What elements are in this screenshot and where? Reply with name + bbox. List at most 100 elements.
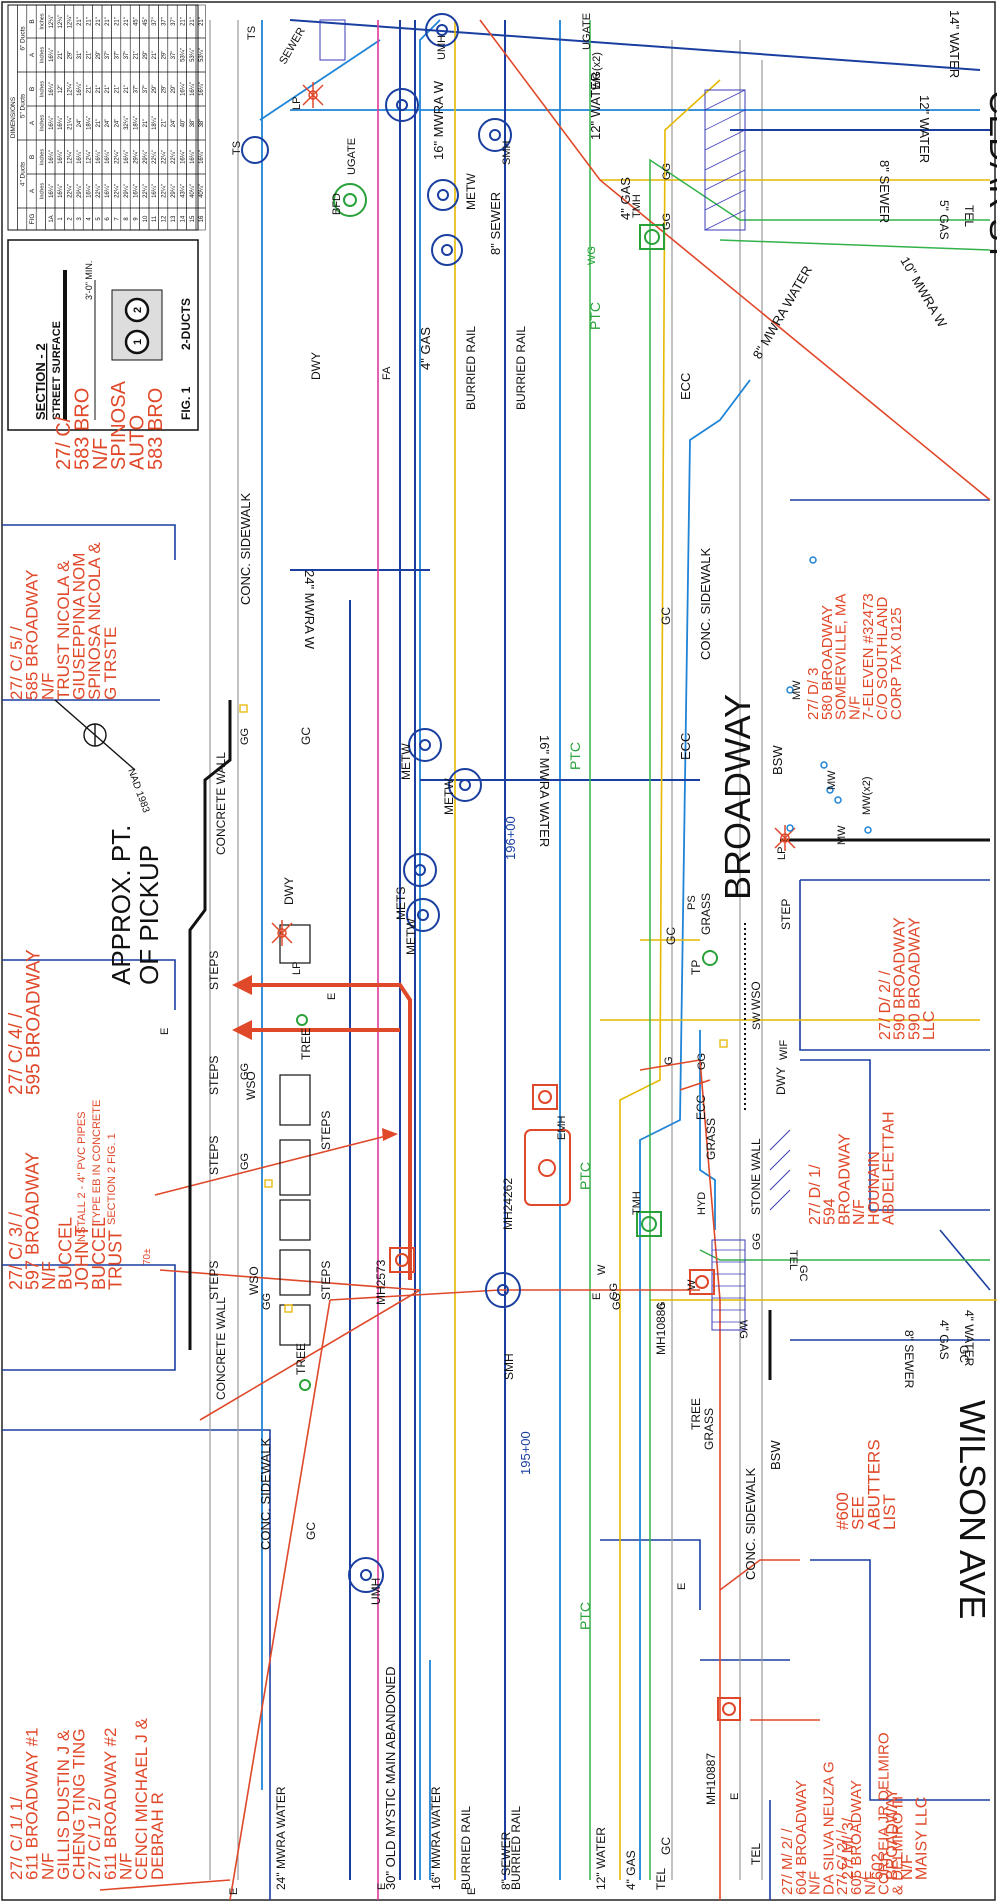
dim-table-cell: 16¼" — [49, 48, 55, 62]
utility-label-fa: FA — [381, 366, 393, 380]
section-ducts: 2-DUCTS — [179, 298, 193, 350]
dim-table-cell: 16¼" — [190, 82, 196, 96]
utility-label-e: E — [326, 993, 338, 1000]
utility-label-dwy: DWY — [774, 1067, 788, 1095]
dim-table-cell: 21" — [86, 85, 92, 94]
utility-label-water_4: 4" WATER — [962, 1310, 976, 1367]
parcel-4-line: N/F — [38, 1853, 57, 1880]
utility-label-gas_4: 4" GAS — [418, 327, 433, 370]
section-surface: STREET SURFACE — [51, 321, 63, 420]
dim-table-cell: 16¼" — [190, 150, 196, 164]
utility-label-gg: GG — [611, 1293, 623, 1310]
electric-structures — [389, 1084, 741, 1721]
utility-label-bsw: BSW — [768, 1440, 783, 1470]
dim-table-col-header: FIG — [29, 214, 36, 225]
utility-label-ptc: PTC — [577, 1602, 593, 1630]
utility-label-mwra_24: 24" MWRA W — [302, 570, 317, 650]
manhole-smh-mid — [485, 1272, 521, 1308]
dim-table-unit: Inches — [39, 149, 45, 165]
dim-table-cell: 21" — [77, 17, 83, 26]
manhole-metw-a — [427, 179, 459, 211]
dim-table-cell: 21" — [180, 17, 186, 26]
utility-label-wso: WSO — [244, 1071, 258, 1100]
utility-label-tree: TREE — [299, 1028, 313, 1060]
dim-table-cell: 21" — [96, 119, 102, 128]
parcel-3-line: N/F — [90, 438, 112, 470]
dim-table-group: 5" Ducts — [20, 93, 27, 118]
utility-label-buried_rail: BURRIED RAIL — [509, 1806, 523, 1890]
utility-label-ecc: ECC — [678, 733, 693, 760]
manhole-mets-a — [403, 853, 437, 887]
dim-table-cell: 53¼" — [190, 48, 196, 62]
dim-table-cell: 24" — [105, 119, 111, 128]
parcel-4-line: 611 BROADWAY #2 — [101, 1728, 120, 1880]
utility-label-lp: LP — [776, 847, 788, 860]
utility-label-smh: SMH — [502, 1353, 516, 1380]
dim-table-cell: 12¼" — [49, 15, 55, 29]
dim-table-cell: 21" — [143, 119, 149, 128]
utility-label-gg: GG — [239, 1153, 251, 1170]
utility-label-e: E — [729, 1793, 741, 1800]
parcel-9-line: / — [855, 1875, 872, 1880]
dim-table-cell: 16¼" — [96, 150, 102, 164]
dim-table-cell: 9 — [133, 217, 139, 221]
dim-table-cell: 22¼" — [152, 150, 158, 164]
dim-table-cell: 16¼" — [58, 150, 64, 164]
utility-label-metw: METW — [404, 918, 418, 955]
parcel-10-line: 27/ C/ 2/ / — [834, 1829, 851, 1895]
parcel-2-line: 27/ C/ 5/ / — [7, 626, 26, 700]
dim-table-cell: 40" — [180, 119, 186, 128]
utility-label-conc_sidewalk: CONC. SIDEWALK — [743, 1467, 758, 1580]
utility-label-bfd: BFD — [331, 193, 343, 215]
parcel-3-line: SPINOSA — [108, 380, 130, 470]
dim-table-cell: 12¼" — [68, 150, 74, 164]
parcel-2-line: G TRSTE — [101, 627, 120, 700]
dim-table-cell: 16¼" — [49, 116, 55, 130]
dim-table-cell: 22¼" — [68, 184, 74, 198]
utility-label-lp: LP — [291, 97, 303, 110]
parcel-8-line: SEE — [849, 1496, 868, 1530]
parcel-2-line: TRUST NICOLA & — [54, 560, 73, 700]
utility-label-gc: GC — [304, 1522, 318, 1540]
parcel-6-line: 27/ D/ 2/ / — [877, 970, 894, 1040]
section-fig: FIG. 1 — [179, 386, 193, 420]
parcel-9-line: 27/ M/ 3/ — [840, 1817, 857, 1880]
dim-table-cell: 21" — [86, 17, 92, 26]
dim-table-cell: 21" — [105, 85, 111, 94]
parcel-3-line: 583 BRO — [71, 388, 93, 470]
station-196: 196+00 — [503, 816, 518, 860]
utility-label-gc: GC — [797, 1265, 809, 1282]
parcel-1-line: 27/ C/ 3/ / — [6, 1212, 26, 1290]
utility-label-tmh: TMH — [631, 1191, 643, 1215]
dim-table-cell: 12¼" — [58, 15, 64, 29]
dim-table-cell: 53¼" — [199, 48, 205, 62]
parcel-6-line: 590 BROADWAY — [892, 917, 909, 1040]
parcel-4-line: 27/ C/ 1/ 1/ — [7, 1797, 26, 1880]
dim-table-cell: 22¼" — [115, 184, 121, 198]
parcel-7-line: N/F — [851, 1199, 868, 1225]
steps-hatch — [279, 924, 311, 1346]
utility-label-gas_4: 4" GAS — [624, 1850, 638, 1890]
install-label-2: TYPE EB IN CONCRETE — [91, 1100, 103, 1225]
ptc-lines — [589, 20, 991, 1880]
parcel-outlines — [2, 499, 991, 1900]
parcel-7-line: HOUNAIN — [866, 1151, 883, 1225]
utility-label-gc: GC — [659, 1837, 673, 1855]
utility-label-stone_wall: STONE WALL — [749, 1138, 763, 1215]
dim-table-cell: 13 — [171, 215, 177, 222]
utility-label-mwra_16: 16" MWRA W — [431, 80, 446, 160]
utility-label-conc_sidewalk: CONC. SIDEWALK — [698, 547, 713, 660]
utility-label-mh10886: MH10886 — [654, 1303, 668, 1355]
dim-table-cell: 21" — [115, 85, 121, 94]
utility-label-sewer_8c: 8" SEWER — [902, 1330, 916, 1389]
utility-label-sewer_8: 8" SEWER — [499, 1831, 513, 1890]
parcel-0-line: 595 BROADWAY — [23, 949, 44, 1095]
utility-label-umh: UMH — [436, 35, 448, 60]
utility-label-tree: TREE — [689, 1398, 703, 1430]
utility-label-ecc: ECC — [694, 1094, 708, 1120]
utility-label-g: G — [656, 1301, 668, 1310]
dim-table-cell: 37" — [124, 51, 130, 60]
electric-lines — [99, 19, 991, 1901]
utility-label-gc: GC — [299, 727, 313, 745]
lp-symbols — [271, 82, 796, 946]
